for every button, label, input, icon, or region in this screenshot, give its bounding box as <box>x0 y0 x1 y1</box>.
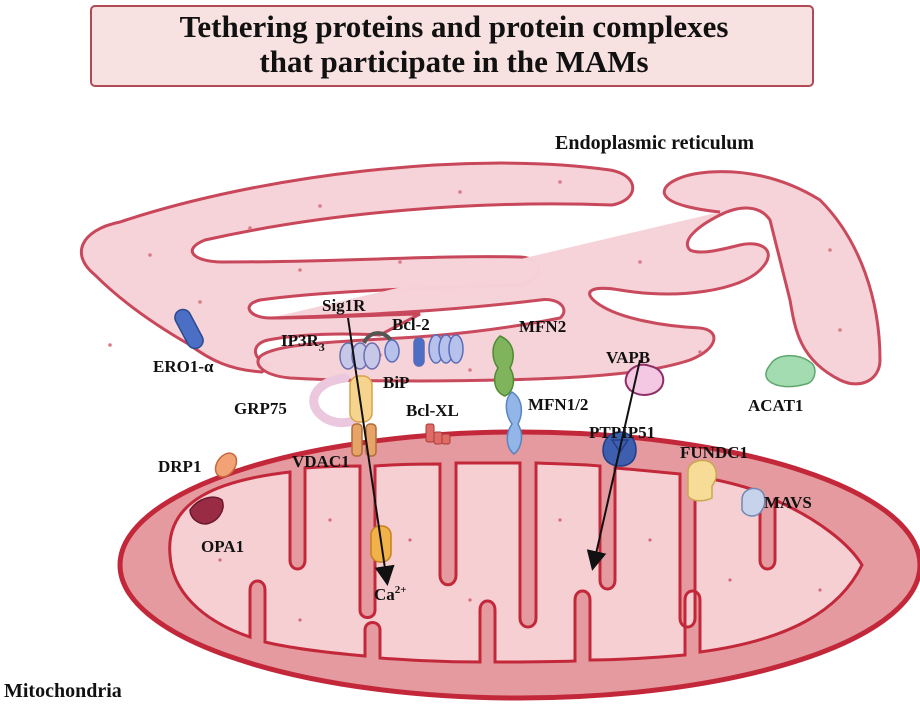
mavs-label: MAVS <box>764 493 812 512</box>
vdac1-label: VDAC1 <box>292 452 350 471</box>
mfn12-label: MFN1/2 <box>528 395 588 414</box>
cristae <box>168 461 864 664</box>
mitochondrion <box>117 429 920 701</box>
ip3r-label: IP3R3 <box>281 331 325 354</box>
vapb-protein-shape <box>624 363 665 396</box>
ip3r-protein-shape <box>339 342 381 370</box>
endoplasmic-reticulum <box>79 161 882 386</box>
drp1-label: DRP1 <box>158 457 201 476</box>
drp1-protein-shape <box>214 452 238 478</box>
mfn2-protein-shape <box>492 335 515 397</box>
title-box <box>90 5 814 87</box>
mfn12-protein-shape <box>505 391 523 455</box>
fundc1-label: FUNDC1 <box>680 443 748 462</box>
bip-label: BiP <box>383 373 409 392</box>
opa1-protein-shape <box>189 496 224 525</box>
acat1-protein-shape <box>765 354 816 388</box>
bclxl-protein-shape <box>425 423 451 445</box>
ero1-label: ERO1-α <box>153 357 214 376</box>
bclxl-label: Bcl-XL <box>406 401 459 420</box>
mfn2-label: MFN2 <box>519 317 566 336</box>
mito-label: Mitochondria <box>4 680 122 702</box>
bcl2-label: Bcl-2 <box>392 315 430 334</box>
grp75-label: GRP75 <box>234 399 287 418</box>
sig1r-protein-shape <box>362 331 394 345</box>
vapb-ptpip51-arrow <box>586 359 641 571</box>
title-line-2: that participate in the MAMs <box>259 44 648 79</box>
fundc1-protein-shape <box>687 459 717 502</box>
grp75-protein-shape <box>309 373 365 427</box>
acat1-label: ACAT1 <box>748 396 803 415</box>
sig1r-label: Sig1R <box>322 296 366 315</box>
title-line-1: Tethering proteins and protein complexes <box>180 9 729 44</box>
ptpip51-label: PTPIP51 <box>589 423 655 442</box>
opa1-label: OPA1 <box>201 537 244 556</box>
er-speckles <box>108 180 842 372</box>
bcl2-protein-shape <box>384 334 464 367</box>
mavs-protein-shape <box>741 487 766 517</box>
ca-flux-arrow <box>347 317 395 586</box>
er-label: Endoplasmic reticulum <box>555 132 754 154</box>
bip-protein-shape <box>349 375 373 423</box>
calcium-label: Ca2+ <box>374 584 407 604</box>
ero1-protein-shape <box>174 308 204 350</box>
vapb-label: VAPB <box>606 348 650 367</box>
vdac1-protein-shape <box>351 423 377 457</box>
matrix-speckles <box>218 518 822 622</box>
